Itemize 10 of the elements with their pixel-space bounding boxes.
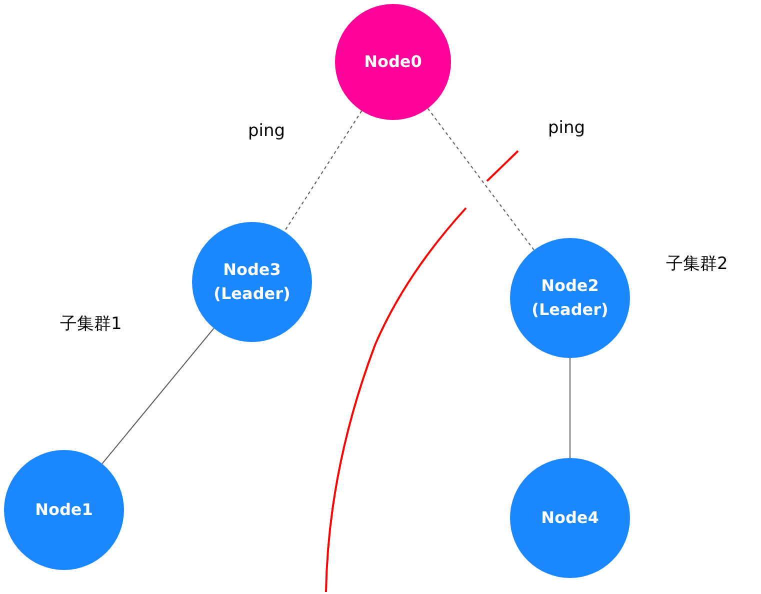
connector-line (427, 108, 534, 250)
connector-line (284, 110, 362, 232)
node-circle: Node0 (335, 4, 451, 120)
node-circle: Node3 (Leader) (192, 222, 312, 342)
edge-label: ping (548, 118, 586, 138)
connector-line (102, 328, 214, 464)
node-circle: Node1 (4, 450, 124, 570)
node-circle: Node2 (Leader) (510, 238, 630, 358)
node-circle: Node4 (510, 458, 630, 578)
edge-label: ping (248, 121, 286, 141)
